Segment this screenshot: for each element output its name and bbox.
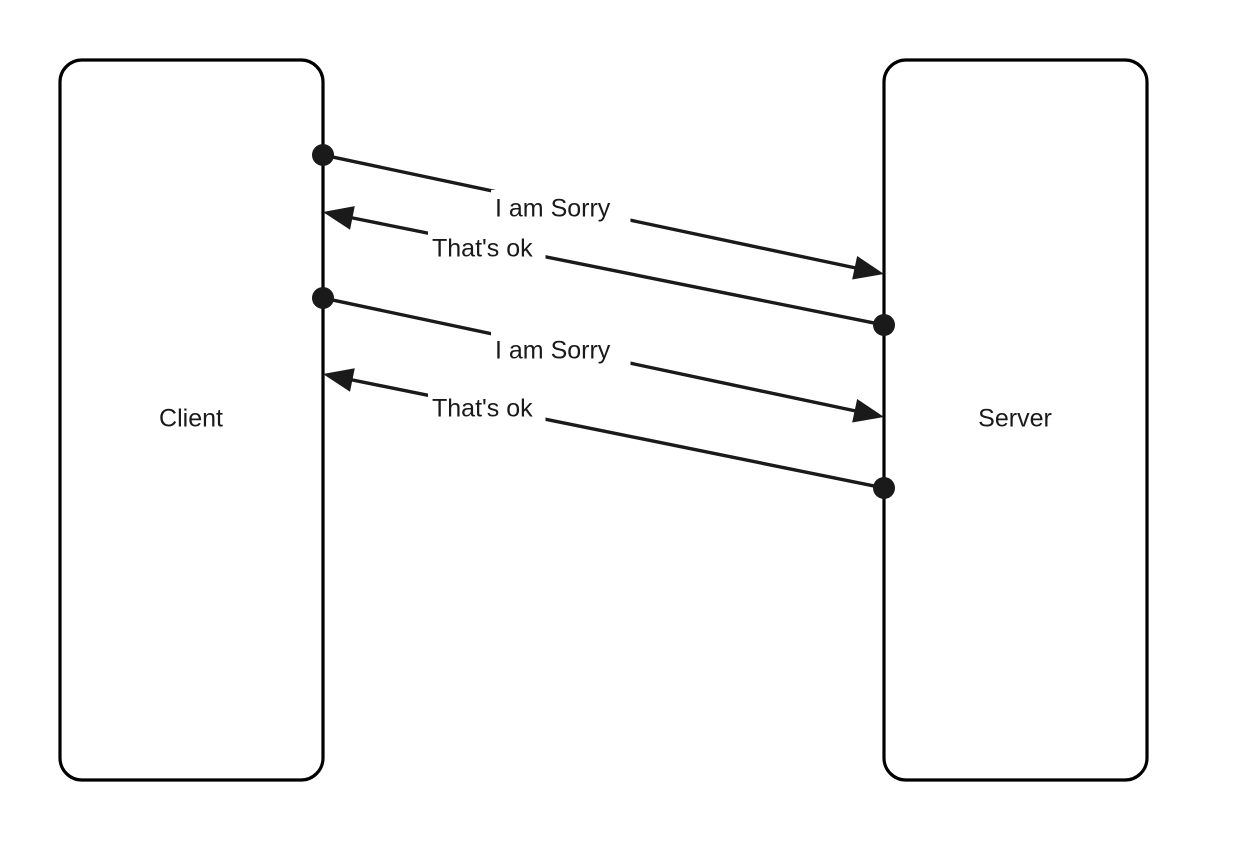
message-origin-dot-3 [873,477,895,499]
message-label-3: That's ok [432,395,533,423]
message-arrowhead-1 [323,206,355,230]
participant-box-server[interactable] [882,58,1149,782]
message-label-group-1: That's ok [428,230,546,270]
message-label-backdrop-1 [428,230,546,270]
message-label-backdrop-3 [428,390,546,430]
message-arrowhead-2 [852,399,884,423]
message-label-2: I am Sorry [495,337,611,365]
message-label-0: I am Sorry [495,195,611,223]
message-label-backdrop-2 [491,332,631,372]
participant-label-server: Server [978,405,1052,433]
message-origin-dot-2 [312,287,334,309]
message-origin-dot-0 [312,144,334,166]
message-label-backdrop-0 [491,190,631,230]
message-line-1 [345,214,883,327]
message-3[interactable] [323,368,895,499]
participant-box-client[interactable] [58,58,325,782]
message-label-1: That's ok [432,235,533,263]
messages-layer [312,144,895,499]
message-label-group-2: I am Sorry [491,332,631,372]
participant-labels-layer: Client Server [159,405,1052,433]
message-arrowhead-3 [323,368,355,392]
message-line-3 [345,376,883,490]
message-label-group-0: I am Sorry [491,190,631,230]
message-origin-dot-1 [873,314,895,336]
participant-boxes-layer [58,58,1149,782]
participant-label-client: Client [159,405,223,433]
message-arrowhead-0 [852,256,884,280]
message-label-group-3: That's ok [428,390,546,430]
